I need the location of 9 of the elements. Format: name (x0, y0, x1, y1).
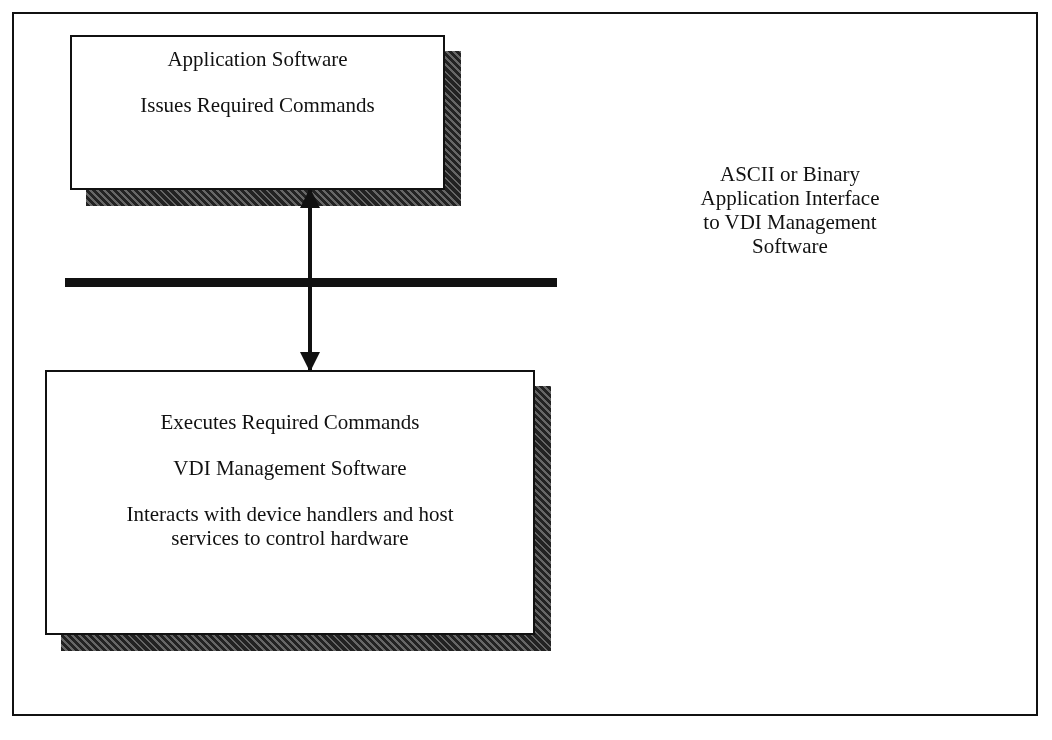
box-text: Interacts with device handlers and host services to control hardware (125, 502, 455, 550)
process-box (70, 35, 445, 190)
process-box (45, 370, 535, 635)
box-text: VDI Management Software (173, 456, 407, 480)
double-arrow (300, 188, 320, 372)
interface-note: ASCII or Binary Application Interface to VDI Management Software (699, 162, 881, 258)
box-text: Application Software (167, 47, 348, 71)
box-text: Executes Required Commands (160, 410, 420, 434)
box-text: Issues Required Commands (140, 93, 375, 117)
